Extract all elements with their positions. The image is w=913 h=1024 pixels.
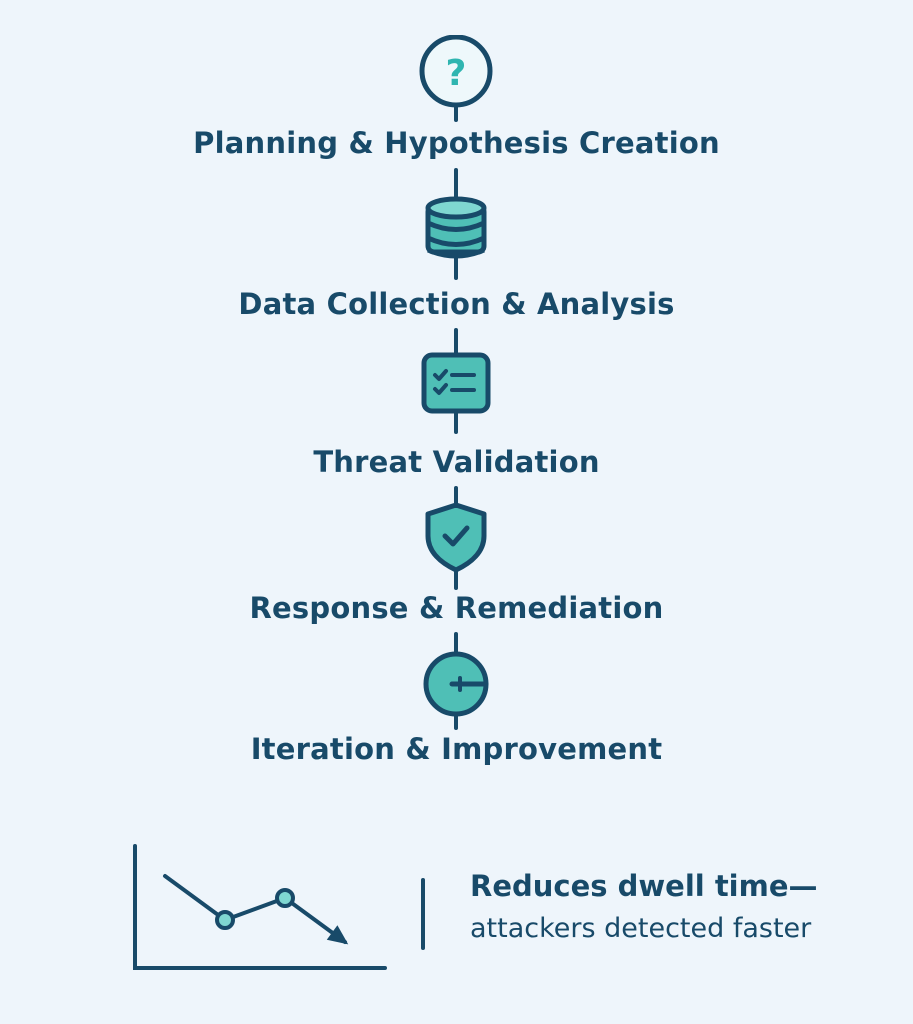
chart-axes — [133, 844, 387, 970]
callout-subline: attackers detected faster — [470, 913, 812, 944]
step-title-iteration: Iteration & Improvement — [250, 732, 663, 766]
shield-check-icon — [425, 502, 487, 573]
question-glyph: ? — [446, 53, 467, 94]
step-title-planning: Planning & Hypothesis Creation — [193, 126, 720, 160]
checklist-icon — [421, 352, 491, 414]
step-title-response: Response & Remediation — [249, 591, 664, 625]
step-title-data-collection: Data Collection & Analysis — [238, 287, 675, 321]
trend-arrow-head — [326, 925, 349, 945]
question-icon: ? — [419, 35, 493, 108]
trend-point — [275, 888, 295, 908]
callout-headline: Reduces dwell time— — [470, 869, 818, 903]
trend-point — [215, 910, 235, 930]
trend-line — [163, 874, 347, 944]
step-title-threat-validation: Threat Validation — [313, 445, 600, 479]
database-icon — [425, 196, 487, 259]
callout-divider — [421, 878, 425, 950]
downward-trend-chart-icon — [133, 844, 387, 970]
target-icon — [423, 651, 489, 717]
